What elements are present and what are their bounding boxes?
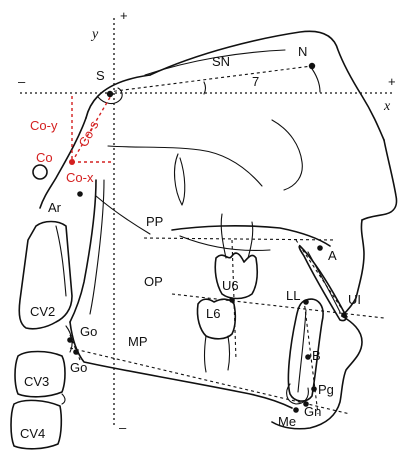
ar-point [77, 191, 83, 197]
x-axis-label: x [383, 99, 391, 114]
cervical-vertebrae [11, 222, 72, 449]
sn-label: SN [212, 54, 230, 69]
co-y-label: Co-y [30, 118, 58, 133]
cv4-body [11, 400, 61, 448]
forehead-outline [150, 31, 384, 140]
mandible-lower-border [70, 322, 292, 408]
n-point [309, 63, 315, 69]
labels: y + – – + x SN 7 PP OP MP S N A UI LL B … [18, 8, 396, 441]
ul-point [341, 312, 347, 318]
y-axis-minus: – [119, 420, 127, 435]
pterygoid-fissure [175, 154, 185, 205]
lower-incisor-canal [298, 310, 306, 392]
pg-label: Pg [318, 382, 334, 397]
co-x-label: Co-x [66, 170, 94, 185]
nasion-contour [310, 66, 320, 92]
upper-molar-root-2 [248, 222, 253, 258]
cv3-label: CV3 [24, 374, 49, 389]
skull-outline [40, 31, 397, 428]
x-axis-minus: – [18, 74, 26, 89]
cv3-cv4-disc [62, 394, 65, 404]
cv4-label: CV4 [20, 426, 45, 441]
cv2-posterior-edge [56, 226, 66, 296]
coronoid-notch [96, 196, 150, 234]
gn-label: Gn [304, 404, 321, 419]
b-label: B [312, 348, 321, 363]
b-point [305, 354, 311, 360]
me-label: Me [278, 414, 296, 429]
ramus-inner [90, 180, 104, 314]
ul-label: UI [348, 292, 361, 307]
n-label: N [298, 44, 307, 59]
upper-molar-root [221, 214, 226, 258]
sn-line [108, 66, 312, 92]
x-axis-plus: + [388, 74, 396, 89]
go-lower-point [73, 349, 79, 355]
co-point [69, 159, 75, 165]
l6-label: L6 [206, 306, 220, 321]
lower-molar-root-2 [228, 336, 230, 370]
a-label: A [328, 248, 337, 263]
pp-label: PP [146, 214, 163, 229]
ll-label: LL [286, 288, 300, 303]
reference-planes [70, 66, 384, 414]
s-point [107, 91, 113, 97]
co-s-label: Co-s [75, 118, 101, 150]
sn-angle-arc [204, 82, 206, 94]
go-lower-label: Go [70, 360, 87, 375]
a-point [317, 245, 323, 251]
pg-point [311, 386, 317, 392]
mp-label: MP [128, 334, 148, 349]
u6-point [229, 297, 235, 303]
me-point [293, 407, 299, 413]
u6-label: U6 [222, 278, 239, 293]
op-label: OP [144, 274, 163, 289]
nose-outline [362, 140, 397, 220]
go-upper-point [67, 337, 73, 343]
pp-line [144, 238, 336, 240]
lower-molar-root [205, 336, 207, 372]
y-axis-label: y [90, 27, 99, 42]
y-axis-plus: + [120, 8, 128, 23]
ll-point [303, 299, 309, 305]
angle-label: 7 [252, 74, 259, 89]
cv2-label: CV2 [30, 304, 55, 319]
go-upper-label: Go [80, 324, 97, 339]
co-label: Co [36, 150, 53, 165]
orbit-outline [272, 120, 302, 190]
ar-label: Ar [48, 200, 62, 215]
s-label: S [96, 68, 105, 83]
ear-rod-ring [33, 165, 47, 179]
